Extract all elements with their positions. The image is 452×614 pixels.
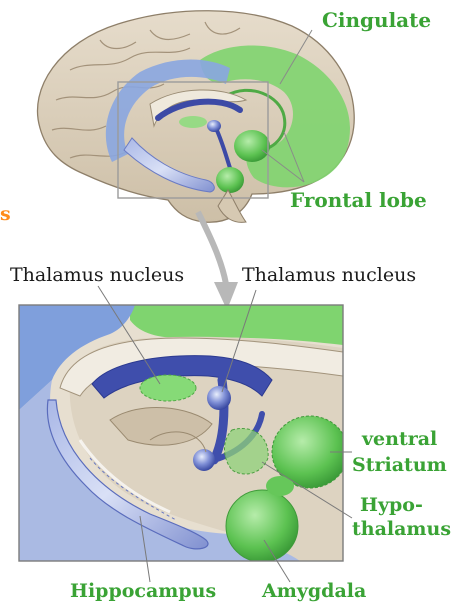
zoomed-inset: [19, 305, 348, 562]
label-cingulate: Cingulate: [322, 10, 431, 31]
label-amygdala: Amygdala: [262, 582, 366, 602]
label-striatum: Striatum: [352, 456, 447, 476]
thalamus-nucleus-left-shape: [140, 375, 196, 401]
label-thalamus-nucleus-right: Thalamus nucleus: [242, 266, 416, 286]
amygdala-shape: [226, 490, 298, 562]
zoom-arrow: [198, 212, 238, 310]
label-thalamus-nucleus-left: Thalamus nucleus: [10, 266, 184, 286]
label-thalamus: thalamus: [352, 520, 451, 540]
label-frontal-lobe: Frontal lobe: [290, 190, 427, 211]
label-hippocampus: Hippocampus: [70, 582, 216, 602]
label-ventral: ventral: [362, 430, 437, 450]
label-hypo: Hypo-: [360, 496, 423, 516]
label-partial-cut-off: s: [0, 205, 11, 225]
